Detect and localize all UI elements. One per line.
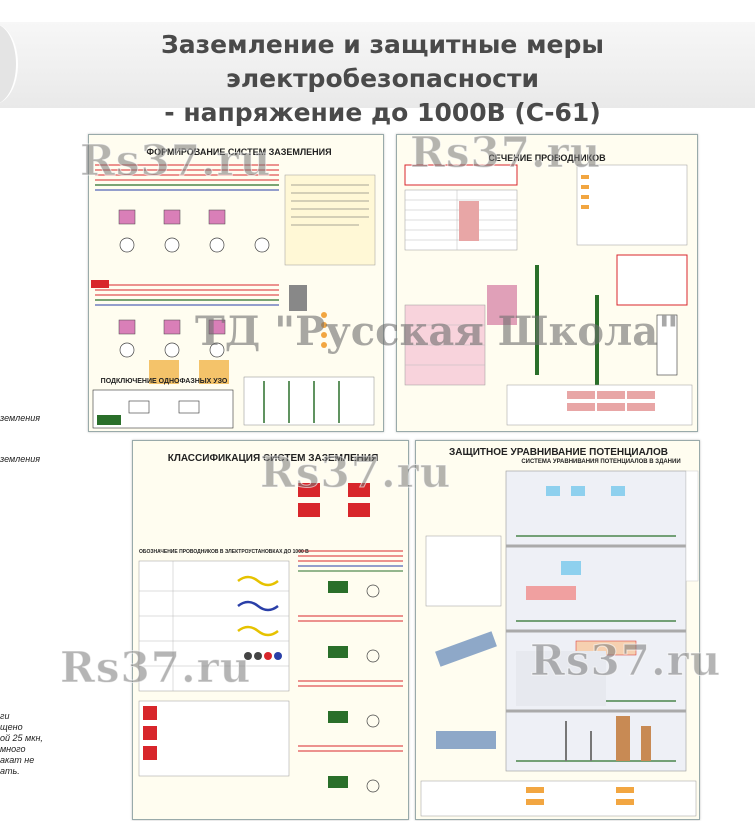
poster-title: СЕЧЕНИЕ ПРОВОДНИКОВ bbox=[488, 153, 606, 163]
poster-subtitle: ПОДКЛЮЧЕНИЕ ОДНОФАЗНЫХ УЗО bbox=[100, 378, 228, 385]
sidebar-line: земления bbox=[0, 413, 41, 423]
sidebar-line: акат не bbox=[0, 755, 35, 765]
poster-title: ФОРМИРОВАНИЕ СИСТЕМ ЗАЗЕМЛЕНИЯ bbox=[146, 147, 332, 157]
watermark-text: Rs37.ru bbox=[79, 136, 272, 186]
watermark-text: Rs37.ru bbox=[59, 643, 252, 693]
watermark-text: Rs37.ru bbox=[529, 636, 722, 686]
sidebar-line: ги bbox=[0, 711, 10, 721]
poster-grounding-systems[interactable]: ФОРМИРОВАНИЕ СИСТЕМ ЗАЗЕМЛЕНИЯ bbox=[88, 134, 384, 432]
watermark-text: Rs37.ru bbox=[259, 448, 452, 498]
sidebar-line: много bbox=[0, 744, 26, 754]
poster-title: ЗАЩИТНОЕ УРАВНИВАНИЕ ПОТЕНЦИАЛОВ bbox=[449, 447, 668, 458]
poster-potential-equalization[interactable]: ЗАЩИТНОЕ УРАВНИВАНИЕ ПОТЕНЦИАЛОВ СИСТЕМА… bbox=[415, 440, 700, 820]
poster-diagram bbox=[138, 483, 403, 793]
poster-diagram bbox=[420, 470, 699, 817]
product-image[interactable]: ФОРМИРОВАНИЕ СИСТЕМ ЗАЗЕМЛЕНИЯ bbox=[59, 118, 755, 821]
page-title-line1: Заземление и защитные меры электробезопа… bbox=[161, 30, 604, 93]
poster-grounding-classification[interactable]: КЛАССИФИКАЦИЯ СИСТЕМ ЗАЗЕМЛЕНИЯ ОБОЗНАЧЕ… bbox=[132, 440, 409, 820]
poster-diagram bbox=[91, 164, 376, 429]
poster-subtitle: СИСТЕМА УРАВНИВАНИЯ ПОТЕНЦИАЛОВ В ЗДАНИИ bbox=[521, 459, 681, 465]
watermark-text: Rs37.ru bbox=[409, 128, 602, 178]
page-title: Заземление и защитные меры электробезопа… bbox=[10, 28, 755, 130]
poster-subtitle: ОБОЗНАЧЕНИЕ ПРОВОДНИКОВ В ЭЛЕКТРОУСТАНОВ… bbox=[139, 549, 309, 555]
sidebar-line: ать. bbox=[0, 766, 20, 776]
header bbox=[0, 22, 755, 108]
poster-conductor-sections[interactable]: СЕЧЕНИЕ ПРОВОДНИКОВ bbox=[396, 134, 698, 432]
poster-title: КЛАССИФИКАЦИЯ СИСТЕМ ЗАЗЕМЛЕНИЯ bbox=[167, 453, 379, 464]
poster-diagram bbox=[404, 164, 693, 426]
sidebar-line: ой 25 мкн, bbox=[0, 733, 43, 743]
sidebar-description: земления земления ги щено ой 25 мкн, мно… bbox=[0, 108, 60, 821]
sidebar-line: земления bbox=[0, 454, 41, 464]
sidebar-line: щено bbox=[0, 722, 23, 732]
header-decor bbox=[0, 24, 18, 104]
page-title-line2: - напряжение до 1000В (С-61) bbox=[164, 98, 601, 127]
watermark-center-text: ТД "Русская Школа" bbox=[195, 308, 680, 355]
top-strip bbox=[0, 0, 755, 22]
